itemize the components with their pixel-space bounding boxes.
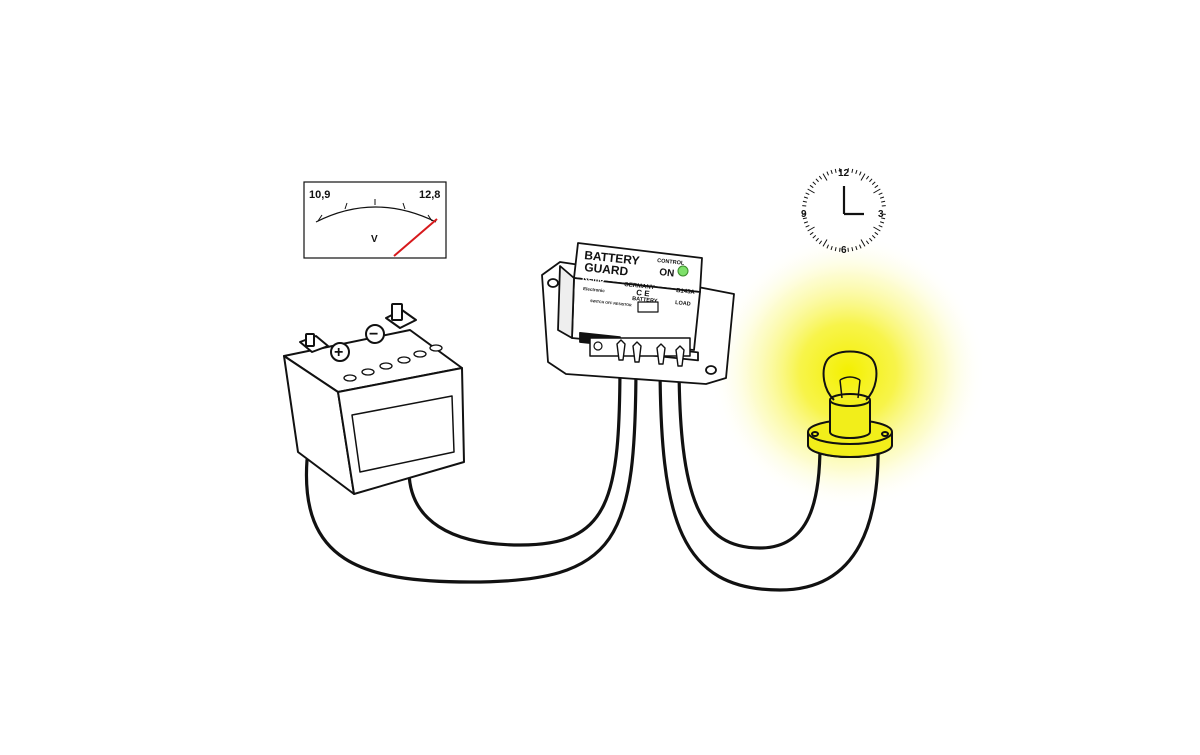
guard-control-label: CONTROL [657,258,685,267]
clock-numeral-6: 6 [841,245,847,256]
guard-side-face [557,265,575,339]
clock-tick [802,217,807,220]
clock-tick [805,192,810,196]
clock: 12 3 6 9 [801,168,886,256]
clock-tick [860,239,866,247]
guard-model: B145A [676,288,696,296]
clock-tick [855,245,858,251]
clock-tick [802,200,807,203]
clock-tick [826,171,830,176]
guard-ce-mark: C E [636,288,651,298]
voltmeter-unit: V [371,234,378,245]
guard-brand: Kemo [582,273,605,284]
clock-tick [855,169,858,175]
clock-tick [807,226,815,232]
clock-tick [874,184,879,189]
clock-tick [809,184,814,189]
battery-guard-module [541,242,735,385]
guard-brand-sub: Electronic [583,286,606,293]
clock-tick [865,240,870,245]
clock-tick [805,224,810,228]
bulb-base [829,400,871,439]
clock-tick [879,221,885,224]
clock-tick [809,231,814,236]
clock-tick [871,235,876,239]
clock-tick [822,239,828,247]
clock-tick [873,226,881,232]
clock-tick [815,237,819,242]
clock-tick [834,168,837,173]
clock-tick [871,181,876,185]
clock-tick [851,168,854,173]
guard-on-label: ON [659,267,675,280]
guard-title-line1: BATTERY [584,248,641,268]
clock-tick [869,237,873,242]
clock-tick [851,247,854,252]
clock-tick [869,178,873,183]
clock-tick [812,181,817,185]
guard-country: GERMANY [624,282,655,291]
clock-tick [803,196,809,199]
battery-terminal-plus [299,333,350,362]
wire-battery-minus [407,358,622,547]
clock-tick [878,192,883,196]
voltmeter: 10,9 12,8 V [303,181,447,259]
lamp-glow [710,234,986,510]
clock-tick [826,244,830,249]
bulb-filament [839,376,861,399]
clock-tick [858,244,862,249]
clock-tick [822,173,828,181]
clock-tick [803,221,809,224]
guard-status-led [677,265,689,277]
clock-tick [860,173,866,181]
plus-symbol-badge [330,342,350,362]
bulb-glass [822,350,878,401]
wire-battery-plus [304,358,638,584]
guard-title-line2: GUARD [584,260,630,279]
clock-tick [879,196,885,199]
battery-minus-symbol: − [369,326,378,343]
clock-numeral-9: 9 [801,209,807,220]
car-battery [283,303,465,495]
clock-tick [807,188,815,194]
clock-tick [858,171,862,176]
wire-load-2 [677,358,822,550]
voltmeter-scale-min: 10,9 [309,189,330,201]
guard-screw-terminals [616,339,685,367]
minus-symbol-badge [365,324,385,344]
battery-terminal-minus [365,303,417,344]
clock-tick [865,175,870,180]
voltmeter-scale-max: 12,8 [419,189,440,201]
clock-tick [881,200,886,203]
light-bulb [807,350,893,458]
clock-tick [830,245,833,251]
clock-tick [878,224,883,228]
clock-numeral-12: 12 [838,168,850,179]
clock-tick [881,217,886,220]
clock-tick [873,188,881,194]
battery-label-panel [351,395,455,473]
clock-tick [812,235,817,239]
wire-load-1 [658,358,880,592]
clock-tick [834,247,837,252]
clock-tick [818,240,823,245]
wires [304,358,880,592]
voltmeter-frame [303,181,447,259]
voltmeter-needle [393,218,438,257]
clock-tick [818,175,823,180]
battery-plus-symbol: + [334,344,343,361]
clock-numeral-3: 3 [878,209,884,220]
clock-tick [815,178,819,183]
clock-tick [874,231,879,236]
voltmeter-scale-arc [315,206,437,223]
guard-terminal-battery: BATTERY [632,296,658,305]
guard-terminal-load: LOAD [675,300,691,308]
clock-tick [830,169,833,175]
battery-cell-caps [343,344,443,382]
guard-switch-text: SWITCH OFF RESISTOR [590,299,632,307]
clock-ticks [802,168,886,252]
